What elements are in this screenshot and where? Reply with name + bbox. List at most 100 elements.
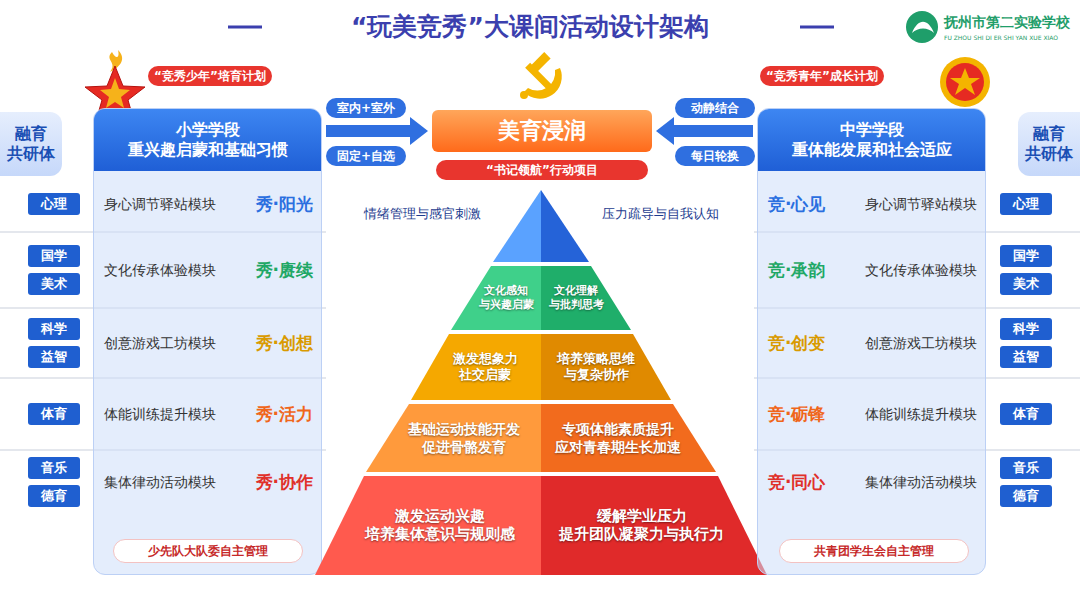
- node-text: “书记领航”行动项目: [486, 163, 598, 178]
- node-text: 激发想象力 社交启蒙: [437, 351, 535, 384]
- node-text: 竞·砺锋: [768, 404, 825, 425]
- pyramid-note: 压力疏导与自我认知: [590, 205, 730, 225]
- node-text: 身心调节驿站模块: [104, 196, 216, 214]
- node-text: 体能训练提升模块: [865, 406, 977, 424]
- plan-tag: “竞秀青年”成长计划: [760, 66, 884, 86]
- subject-tag: 心理: [28, 193, 80, 215]
- mode-pill: 每日轮换: [675, 146, 755, 166]
- node-text: 心理: [41, 196, 67, 212]
- node-text: 创意游戏工坊模块: [104, 335, 216, 353]
- node-text: 音乐: [41, 460, 67, 476]
- plan-tag: “竞秀少年”培育计划: [148, 66, 272, 86]
- level-face: [541, 266, 631, 330]
- school-logo: [906, 11, 938, 43]
- level-face: [451, 266, 541, 330]
- node-text: 心理: [1013, 196, 1039, 212]
- subject-tag: 美术: [28, 273, 80, 295]
- subject-tag: 美术: [1000, 273, 1052, 295]
- level-face: [366, 404, 541, 472]
- node-text: 竞·心见: [768, 194, 825, 215]
- diagram-title: “玩美竞秀”大课间活动设计架构: [270, 10, 790, 43]
- mode-pill: 室内+室外: [326, 98, 406, 118]
- subject-tag: 体育: [28, 403, 80, 425]
- node-text: 美育浸润: [498, 117, 586, 145]
- subject-tag: 科学: [28, 318, 80, 340]
- party-emblem: [520, 52, 562, 99]
- project-tag: “书记领航”行动项目: [436, 160, 648, 180]
- node-text: 培养策略思维 与复杂协作: [548, 351, 646, 384]
- node-text: 共青团学生会自主管理: [814, 544, 934, 559]
- node-text: 竞·承韵: [768, 260, 825, 281]
- level-face: [541, 476, 767, 575]
- node-text: 文化传承体验模块: [865, 262, 977, 280]
- subject-tag: 心理: [1000, 193, 1052, 215]
- node-text: “竞秀少年”培育计划: [154, 69, 266, 84]
- node-text: 创意游戏工坊模块: [865, 335, 977, 353]
- module-row: 创意游戏工坊模块 秀·创想: [96, 311, 321, 377]
- level-face: [411, 334, 541, 400]
- node-text: 益智: [1013, 349, 1039, 365]
- stage-panel: 中学学段 重体能发展和社会适应竞·心见身心调节驿站模块竞·承韵文化传承体验模块竞…: [757, 108, 986, 575]
- node-text: 秀·协作: [256, 472, 313, 493]
- node-text: 中学学段 重体能发展和社会适应: [758, 109, 985, 171]
- level-face: [541, 334, 671, 400]
- module-row: 集体律动活动模块秀·协作: [96, 453, 321, 513]
- node-text: 文化理解 与批判思考: [545, 284, 607, 312]
- node-text: 体能训练提升模块: [104, 406, 216, 424]
- level-face: [315, 476, 541, 575]
- node-text: 音乐: [1013, 460, 1039, 476]
- school-name: 抚州市第二实验学校: [944, 14, 1074, 34]
- mode-pill: 动静结合: [675, 98, 755, 118]
- side-header: 融育 共研体: [0, 112, 62, 176]
- node-text: 竞·创变: [768, 333, 825, 354]
- level-shape: [411, 334, 671, 400]
- node-text: 少先队大队委自主管理: [148, 544, 268, 559]
- node-text: 融育 共研体: [0, 124, 62, 164]
- module-row: 竞·砺锋 体能训练提升模块: [760, 381, 985, 449]
- node-text: 美术: [1013, 276, 1039, 292]
- node-text: 身心调节驿站模块: [865, 196, 977, 214]
- node-text: 体育: [1013, 406, 1039, 422]
- node-text: 缓解学业压力 提升团队凝聚力与执行力: [553, 507, 730, 545]
- pyramid-level: 文化感知 与兴趣启蒙文化理解 与批判思考: [451, 266, 631, 330]
- mode-pill: 固定+自选: [326, 146, 406, 166]
- subject-tag: 科学: [1000, 318, 1052, 340]
- module-row: 竞·创变 创意游戏工坊模块: [760, 311, 985, 377]
- subject-tag: 益智: [28, 346, 80, 368]
- node-text: 激发运动兴趣 培养集体意识与规则感: [352, 507, 529, 545]
- node-text: 美术: [41, 276, 67, 292]
- node-text: 竞·同心: [768, 472, 825, 493]
- level-shape: [451, 266, 631, 330]
- stage-panel: 小学学段 重兴趣启蒙和基础习惯身心调节驿站模块秀·阳光文化传承体验模块秀·赓续创…: [93, 108, 322, 575]
- node-text: 秀·创想: [256, 333, 313, 354]
- module-row: 竞·心见 身心调节驿站模块: [760, 177, 985, 233]
- node-text: 基础运动技能开发 促进骨骼发育: [397, 421, 532, 456]
- node-text: 文化感知 与兴趣启蒙: [475, 284, 537, 312]
- pyramid-level: 基础运动技能开发 促进骨骼发育专项体能素质提升 应对青春期生长加速: [366, 404, 716, 472]
- node-text: 国学: [41, 248, 67, 264]
- subject-tag: 益智: [1000, 346, 1052, 368]
- flow-arrow: [326, 125, 410, 137]
- node-text: 德育: [41, 488, 67, 504]
- module-row: 竞·承韵 文化传承体验模块: [760, 235, 985, 307]
- flow-arrow: [674, 125, 753, 137]
- module-row: 体能训练提升模块 秀·活力: [96, 381, 321, 449]
- pyramid-note: 情绪管理与感官刺激: [352, 205, 492, 225]
- management-tag: 共青团学生会自主管理: [779, 539, 969, 563]
- subject-tag: 国学: [28, 245, 80, 267]
- node-text: 秀·活力: [256, 404, 313, 425]
- node-text: 科学: [41, 321, 67, 337]
- node-text: 秀·阳光: [256, 194, 313, 215]
- node-text: 秀·赓续: [256, 260, 313, 281]
- node-text: 国学: [1013, 248, 1039, 264]
- node-text: 益智: [41, 349, 67, 365]
- level-face: [541, 404, 716, 472]
- node-text: 融育 共研体: [1018, 124, 1080, 164]
- league-emblem: [940, 57, 990, 107]
- side-header: 融育 共研体: [1018, 112, 1080, 176]
- node-text: 小学学段 重兴趣启蒙和基础习惯: [94, 109, 321, 171]
- subject-tag: 德育: [28, 485, 80, 507]
- node-text: 德育: [1013, 488, 1039, 504]
- management-tag: 少先队大队委自主管理: [113, 539, 303, 563]
